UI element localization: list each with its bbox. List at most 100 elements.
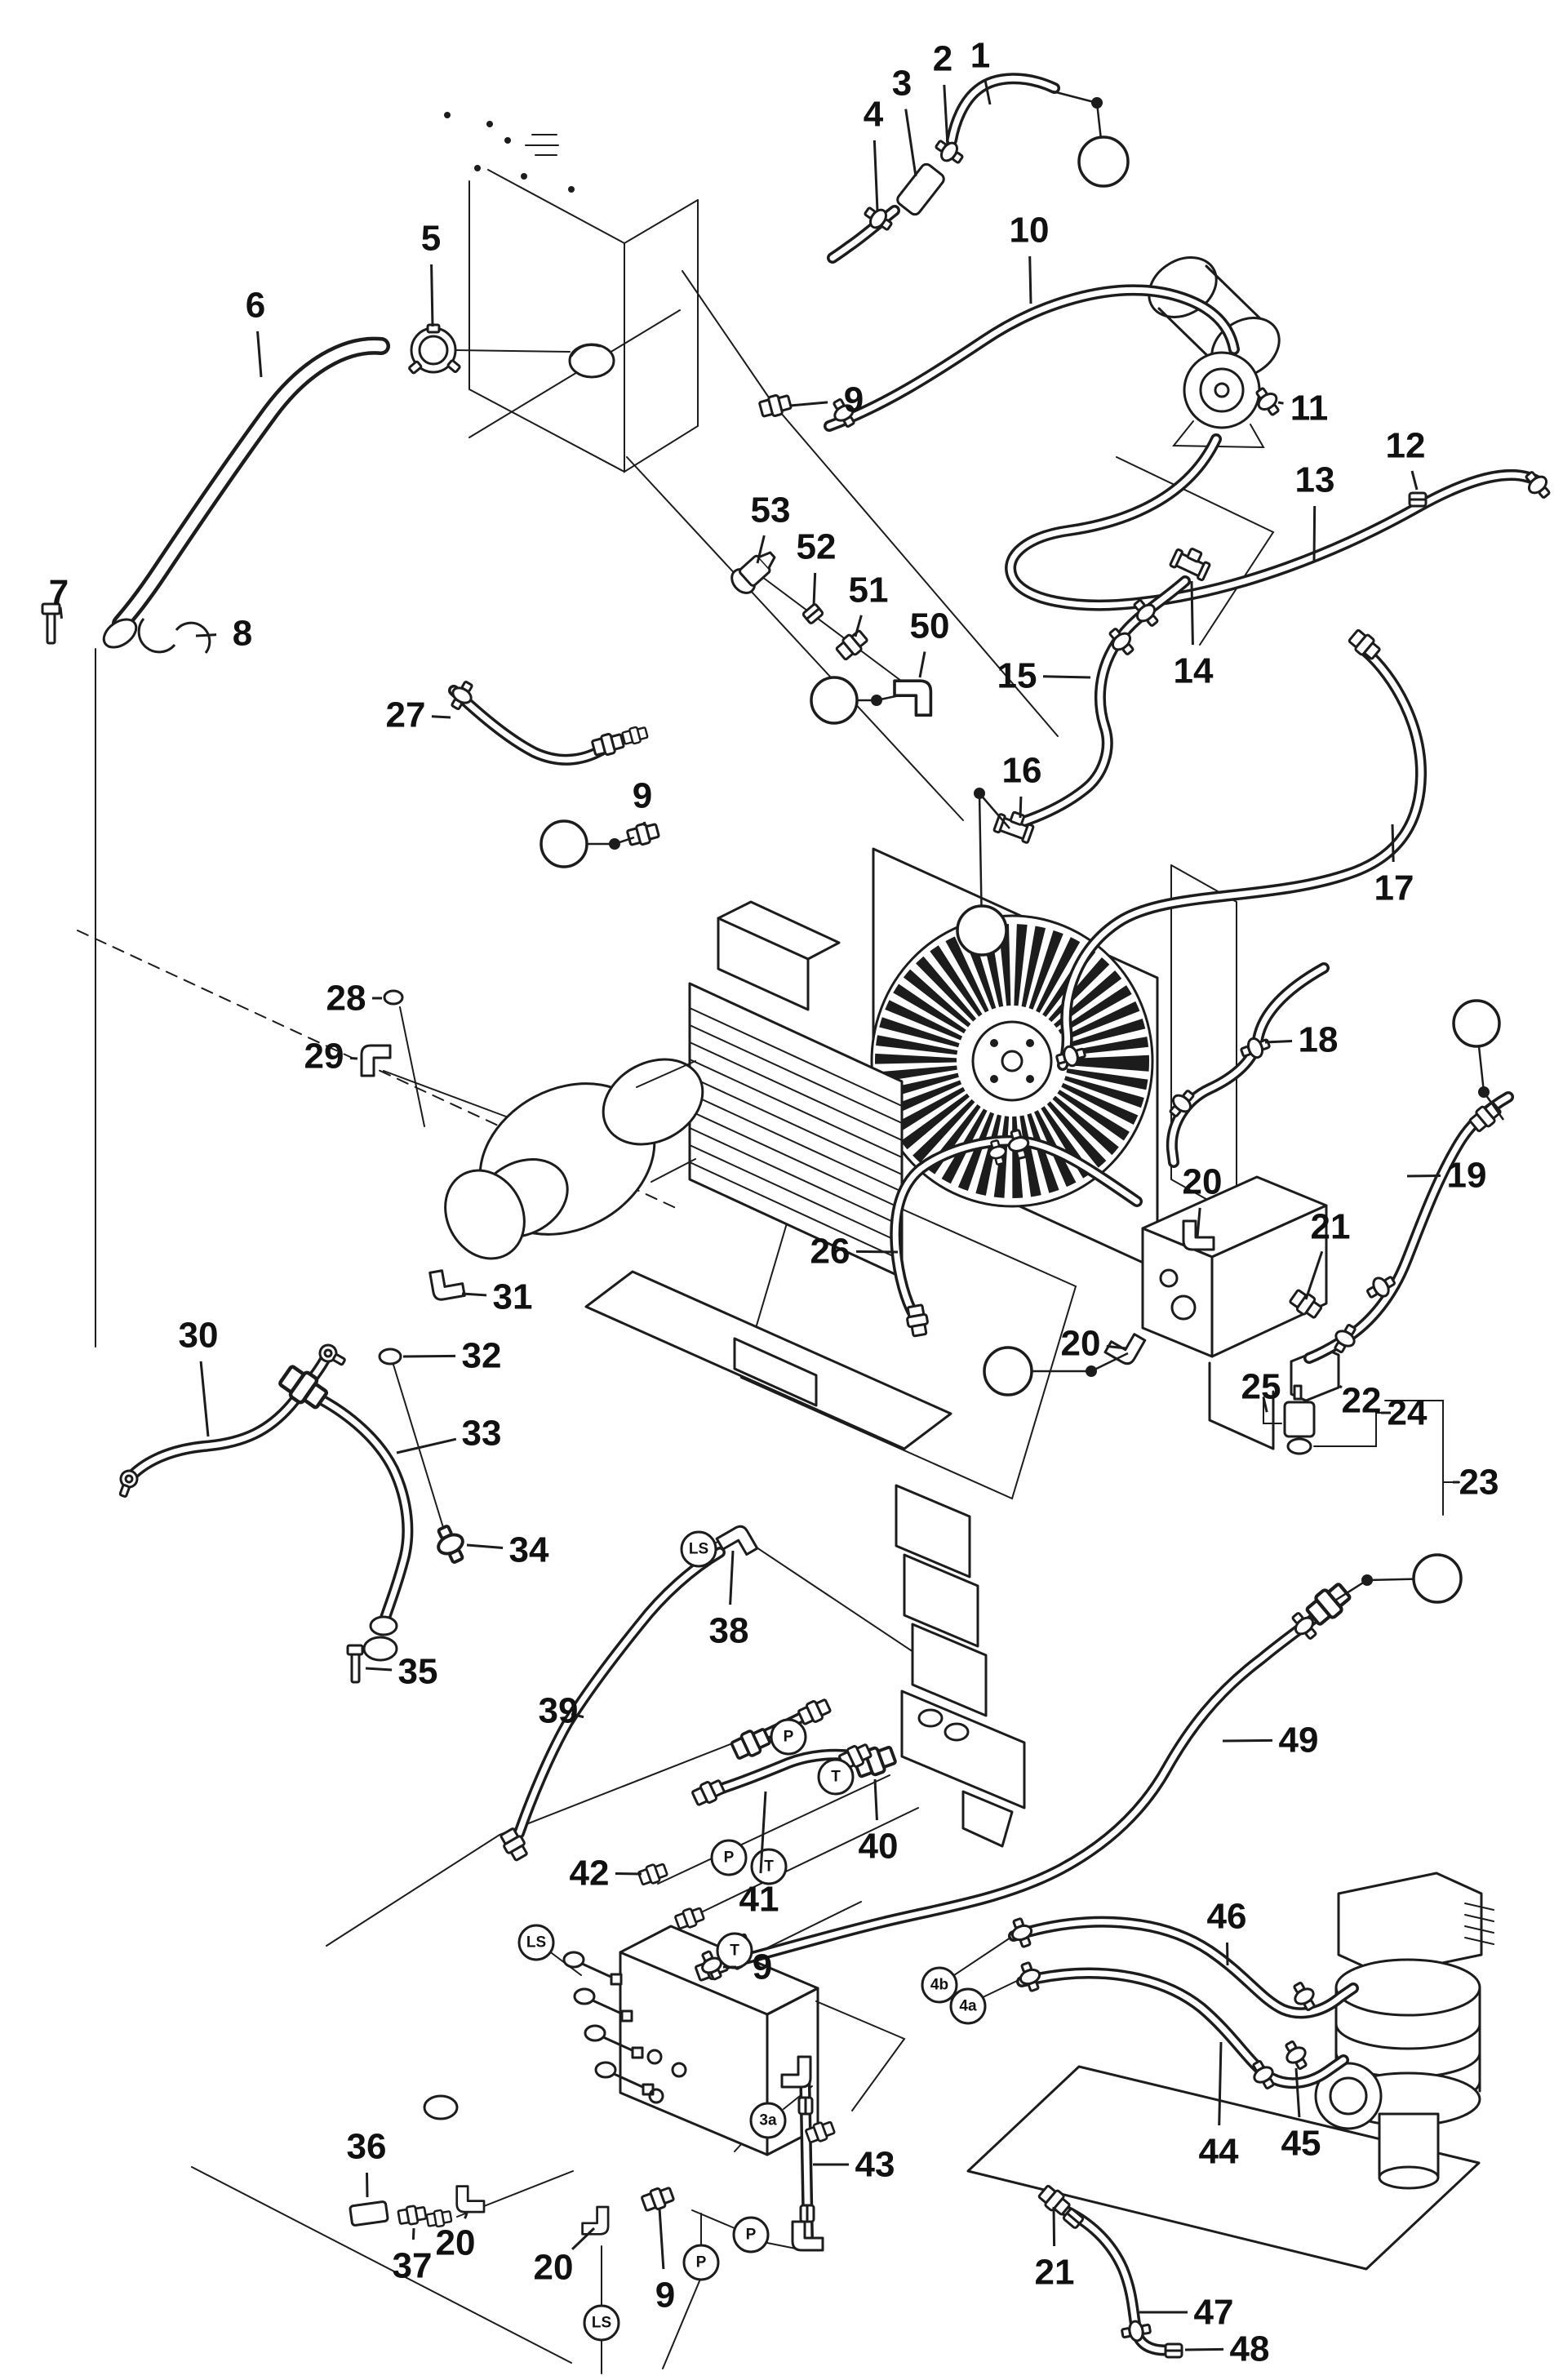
- callout-29: 29: [304, 1037, 344, 1077]
- callout-47: 47: [1194, 2293, 1234, 2333]
- callout-19-leader: [1406, 1174, 1441, 1178]
- callout-6: 6: [246, 286, 265, 326]
- ring-32: [378, 1348, 402, 1365]
- callout-48: 48: [1230, 2329, 1270, 2369]
- callout-21: 21: [1311, 1207, 1351, 1247]
- port-label-4a: 4a: [959, 1998, 977, 2015]
- balloon-dot: [609, 838, 620, 850]
- callout-44: 44: [1199, 2132, 1239, 2172]
- callout-17: 17: [1374, 868, 1414, 908]
- callout-27: 27: [386, 695, 426, 735]
- port-label-P: P: [724, 1849, 735, 1867]
- callout-8-leader: [195, 633, 217, 637]
- callout-9: 9: [655, 2276, 675, 2316]
- filter-3: [896, 162, 945, 216]
- port-label-3a: 3a: [759, 2112, 777, 2129]
- callout-18: 18: [1299, 1020, 1339, 1060]
- callout-11: 11: [1290, 389, 1329, 428]
- callout-13: 13: [1295, 460, 1335, 500]
- callout-9-leader: [789, 401, 828, 407]
- callout-52: 52: [797, 527, 837, 567]
- callout-28: 28: [326, 979, 366, 1019]
- callout-32: 32: [462, 1336, 502, 1376]
- callout-21-leader: [1304, 1250, 1324, 1300]
- callout-26-leader: [855, 1250, 899, 1254]
- balloon-dot: [974, 788, 985, 799]
- callout-20: 20: [436, 2223, 476, 2263]
- callout-7-leader: [59, 606, 64, 619]
- callout-42: 42: [570, 1854, 610, 1894]
- callout-25-leader: [1262, 1396, 1268, 1413]
- port-label-4b: 4b: [930, 1977, 948, 1994]
- callout-11-leader: [1277, 401, 1284, 405]
- callout-39-leader: [571, 1712, 584, 1719]
- callout-9-leader: [658, 2208, 665, 2270]
- callout-20-leader: [1196, 1207, 1201, 1238]
- callout-41: 41: [739, 1880, 779, 1920]
- callout-52-leader: [812, 572, 817, 606]
- balloon-leader: [979, 793, 1010, 829]
- reference-balloon: [810, 676, 859, 725]
- callout-9: 9: [753, 1947, 772, 1987]
- callout-3-leader: [904, 109, 917, 177]
- port-circle-3a: [749, 2102, 787, 2139]
- callout-31-leader: [461, 1292, 487, 1297]
- callout-9: 9: [844, 380, 864, 420]
- port-label-P: P: [696, 2254, 707, 2271]
- callout-20-leader: [571, 2227, 596, 2250]
- callout-18-leader: [1264, 1039, 1293, 1044]
- fittings: [41, 134, 1556, 2359]
- balloon-dot: [871, 695, 882, 706]
- port-label-T: T: [764, 1858, 774, 1876]
- callout-32-leader: [402, 1354, 456, 1358]
- bolt-7: [41, 602, 61, 645]
- callout-39: 39: [539, 1691, 579, 1731]
- callout-49: 49: [1279, 1721, 1319, 1761]
- callout-53: 53: [751, 491, 791, 531]
- callout-22: 22: [1342, 1381, 1382, 1421]
- callout-21: 21: [1035, 2253, 1075, 2293]
- reference-balloon: [540, 819, 588, 868]
- callout-8: 8: [233, 614, 252, 654]
- balloon-dot: [1086, 1365, 1097, 1377]
- callout-9: 9: [633, 776, 652, 816]
- port-label-T: T: [730, 1943, 739, 1960]
- callout-33-leader: [396, 1437, 457, 1454]
- callout-38: 38: [709, 1611, 749, 1651]
- callout-23: 23: [1459, 1463, 1499, 1503]
- bolt-35: [346, 1644, 364, 1684]
- callout-7: 7: [49, 573, 69, 613]
- port-circle-P: [732, 2216, 770, 2253]
- callout-45-leader: [1294, 2067, 1301, 2118]
- callout-33: 33: [462, 1414, 502, 1454]
- clamp-8: [137, 618, 211, 654]
- plug-53: [730, 551, 776, 594]
- callout-51: 51: [849, 571, 889, 611]
- callout-43: 43: [855, 2145, 895, 2185]
- callout-20: 20: [534, 2248, 574, 2288]
- balloon-leader: [1052, 90, 1098, 104]
- hydraulic-pump: [444, 1058, 704, 1260]
- balloon-dot: [1091, 97, 1103, 109]
- port-label-T: T: [831, 1769, 841, 1786]
- port-label-LS: LS: [526, 1934, 546, 1952]
- callout-16-leader: [1019, 796, 1023, 819]
- callout-37-leader: [411, 2227, 415, 2240]
- callout-35: 35: [398, 1652, 438, 1692]
- port-label-LS: LS: [592, 2315, 611, 2332]
- callout-12: 12: [1386, 426, 1426, 466]
- pump-motor-unit: [1148, 256, 1281, 449]
- callout-31: 31: [493, 1277, 533, 1317]
- callout-29-leader: [349, 1056, 358, 1060]
- balloon-dot: [1478, 1086, 1490, 1098]
- callout-17-leader: [1391, 824, 1395, 863]
- callout-4: 4: [864, 95, 884, 135]
- callout-22-leader: [1339, 1385, 1343, 1389]
- callout-45: 45: [1281, 2124, 1321, 2164]
- port-circle-P: [682, 2244, 720, 2281]
- oil-tank: [568, 343, 615, 379]
- callout-14: 14: [1174, 651, 1214, 691]
